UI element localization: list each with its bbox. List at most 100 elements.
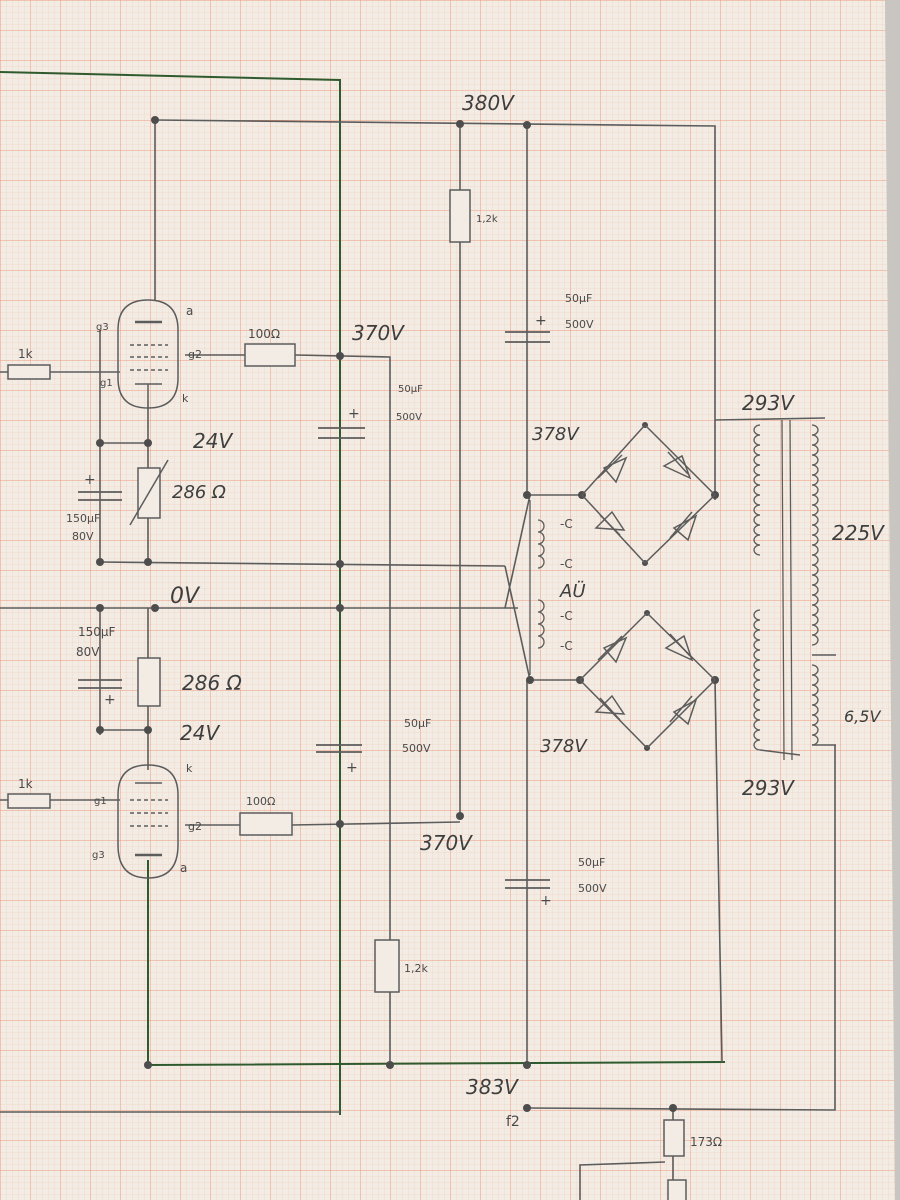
junction-dot (144, 558, 152, 566)
transformer-primary-coil (753, 424, 761, 556)
label-cap-top-right-voltage: 500V (565, 318, 594, 331)
transformer-heater-coil (811, 664, 819, 746)
label-cap-cathode-top-value: 150µF (66, 512, 100, 525)
wire-ground (579, 1161, 666, 1200)
paper-shadow (885, 0, 900, 1200)
diode-icon (664, 633, 694, 662)
label-6-5v: 6,5V (844, 707, 881, 726)
transformer-core (781, 419, 785, 761)
junction-dot (386, 1061, 394, 1069)
svg-text:-C: -C (560, 609, 573, 623)
label-cap-bot-right-voltage: 500V (578, 882, 607, 895)
svg-text:+: + (104, 692, 116, 708)
junction-dot (96, 604, 104, 612)
label-24v-bot: 24V (180, 721, 220, 745)
mains-transformer (753, 419, 819, 761)
choke-au: -C -C -C -C (529, 500, 573, 675)
label-r-grid-top: 100Ω (248, 327, 280, 341)
label-r-input-bot: 1k (18, 777, 33, 791)
junction-dot (523, 1061, 531, 1069)
cap-polarity-marks: + + + + + + (84, 313, 552, 909)
svg-text:+: + (84, 472, 96, 488)
tube-top-pin-g3: g3 (96, 322, 109, 333)
label-225v: 225V (832, 521, 885, 545)
label-cap-cathode-top-voltage: 80V (72, 530, 94, 543)
resistor-1-2k-bot (374, 939, 400, 993)
diode-icon (597, 454, 628, 484)
resistor-partial (667, 1179, 687, 1200)
wire-bottom-rail (526, 745, 836, 1111)
wire-tr-bot (759, 749, 801, 756)
label-383v: 383V (466, 1075, 519, 1099)
resistor-grid-top (244, 343, 296, 367)
diode-icon (669, 511, 698, 542)
resistor-cathode-bot (137, 657, 161, 707)
cap-mid-top (318, 427, 365, 439)
label-au: AÜ (559, 580, 586, 602)
label-f2: f2 (506, 1114, 520, 1130)
junction-dot (336, 604, 344, 612)
label-r-input-top: 1k (18, 347, 33, 361)
b-plus-rail-top (154, 119, 716, 500)
wire-cross-2 (504, 494, 531, 609)
svg-text:-C: -C (560, 639, 573, 653)
resistor-173-ohm (663, 1119, 685, 1157)
resistor-input-bot (7, 793, 51, 809)
label-286-top: 286 Ω (172, 482, 226, 503)
tube-bottom-pin-k: k (186, 762, 193, 775)
annotations: 380V 1,2k 50µF 500V 100Ω 370V a g3 g2 g1… (18, 91, 885, 1149)
junction-dot (523, 1104, 531, 1112)
svg-text:+: + (346, 760, 358, 776)
bridge-top-outline (580, 423, 717, 565)
bridge-bottom-outline (578, 611, 717, 750)
label-cap-mid-bot-voltage: 500V (402, 742, 431, 755)
diode-icon (594, 510, 626, 536)
wire-370-top (294, 354, 391, 1065)
label-r-1-2k-top: 1,2k (476, 214, 498, 225)
tube-bottom-pin-g2: g2 (188, 820, 202, 833)
resistor-1-2k-top (449, 189, 471, 243)
green-wire-top (0, 71, 341, 1115)
tube-top-pin-g2: g2 (188, 348, 202, 361)
resistor-grid-bot (239, 812, 293, 836)
label-378v-bot: 378V (540, 736, 588, 757)
junction-dot (144, 726, 152, 734)
junction-dot (144, 439, 152, 447)
junction-dot (523, 121, 531, 129)
transformer-primary-coil-2 (753, 609, 761, 751)
label-cap-mid-top-value: 50µF (398, 384, 423, 395)
junction-dot (96, 439, 104, 447)
label-378v-top: 378V (532, 424, 580, 445)
wire-cross-1 (504, 565, 531, 681)
label-cap-mid-top-voltage: 500V (396, 412, 422, 423)
wire-cathode-top-h2 (99, 561, 506, 567)
label-cap-top-right-value: 50µF (565, 292, 592, 305)
label-cap-bot-right-value: 50µF (578, 856, 605, 869)
cap-right-bot (505, 879, 550, 889)
diode-icon (662, 451, 692, 480)
tube-bottom-envelope (117, 764, 179, 879)
resistors (7, 189, 687, 1200)
svg-text:+: + (348, 406, 360, 422)
junction-dot (96, 558, 104, 566)
label-370v-bot: 370V (420, 831, 473, 855)
tube-bottom-pin-g3: g3 (92, 850, 105, 861)
tube-top-envelope (117, 299, 179, 409)
svg-text:-C: -C (560, 517, 573, 531)
diode-icon (669, 695, 698, 726)
label-cap-cathode-bot-voltage: 80V (76, 645, 100, 659)
diode-icon (597, 635, 628, 664)
junction-dot (151, 116, 159, 124)
cap-cathode-top (78, 491, 122, 501)
label-293v-bot: 293V (742, 776, 795, 800)
junction-dot (456, 120, 464, 128)
diode-icon (594, 694, 626, 721)
wire-370-bot (291, 821, 461, 826)
junction-dot (526, 676, 534, 684)
cap-right-top (505, 331, 550, 343)
cap-mid-bot (316, 744, 362, 753)
resistor-input-top (7, 364, 51, 380)
junction-dot (336, 352, 344, 360)
label-r-grid-bot: 100Ω (246, 795, 275, 808)
